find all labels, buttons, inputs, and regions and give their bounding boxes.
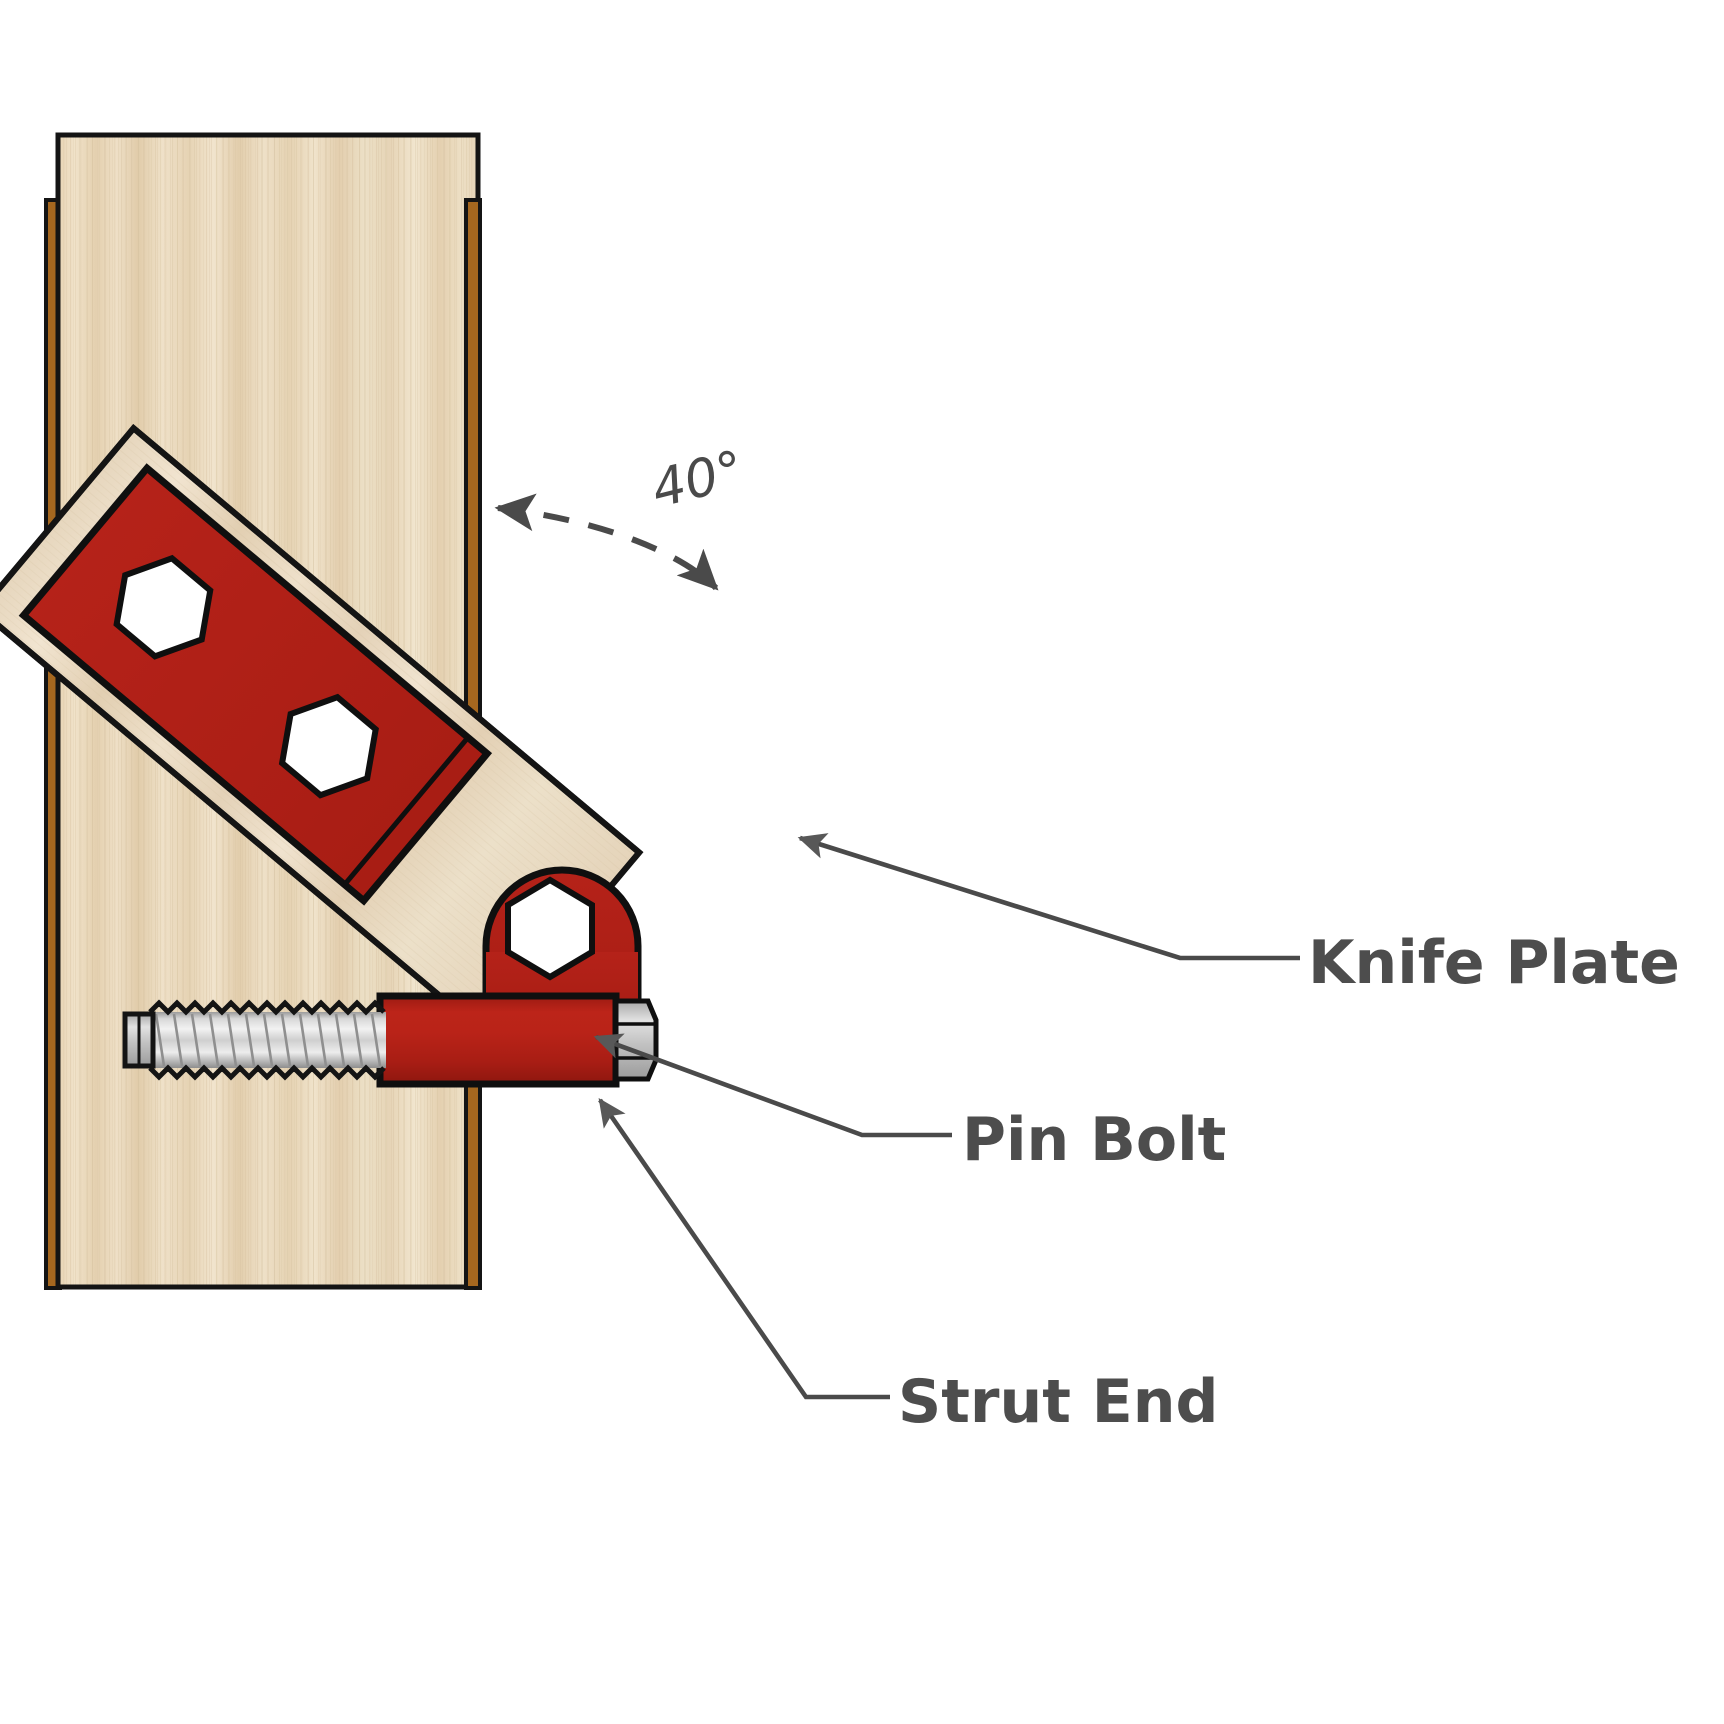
strut-end-cylinder (376, 992, 620, 1088)
leader-strut-end (598, 1097, 890, 1400)
strut-end (376, 992, 659, 1088)
label-pin-bolt: Pin Bolt (962, 1105, 1227, 1175)
leader-pin-bolt (596, 1037, 952, 1138)
rod-threads-bottom (148, 1064, 386, 1081)
threaded-lag-rod (122, 999, 386, 1081)
leader-knife-plate (797, 833, 1300, 961)
strut-end-nut (613, 998, 659, 1082)
knife-plate-seam (342, 735, 470, 887)
pin-bolt-hex (505, 876, 595, 981)
pin-bolt (505, 876, 595, 981)
label-knife-plate: Knife Plate (1308, 928, 1680, 998)
nut-body (613, 998, 659, 1082)
angle-arc (494, 493, 719, 591)
leader-lines (596, 833, 1300, 1400)
knife-plate-hole-upper (113, 554, 214, 660)
knife-plate-hole-middle (278, 693, 379, 799)
rod-threads-top (148, 999, 386, 1016)
knife-plate (18, 463, 493, 906)
rod-helix-lines (154, 1013, 382, 1067)
label-strut-end: Strut End (898, 1367, 1219, 1437)
